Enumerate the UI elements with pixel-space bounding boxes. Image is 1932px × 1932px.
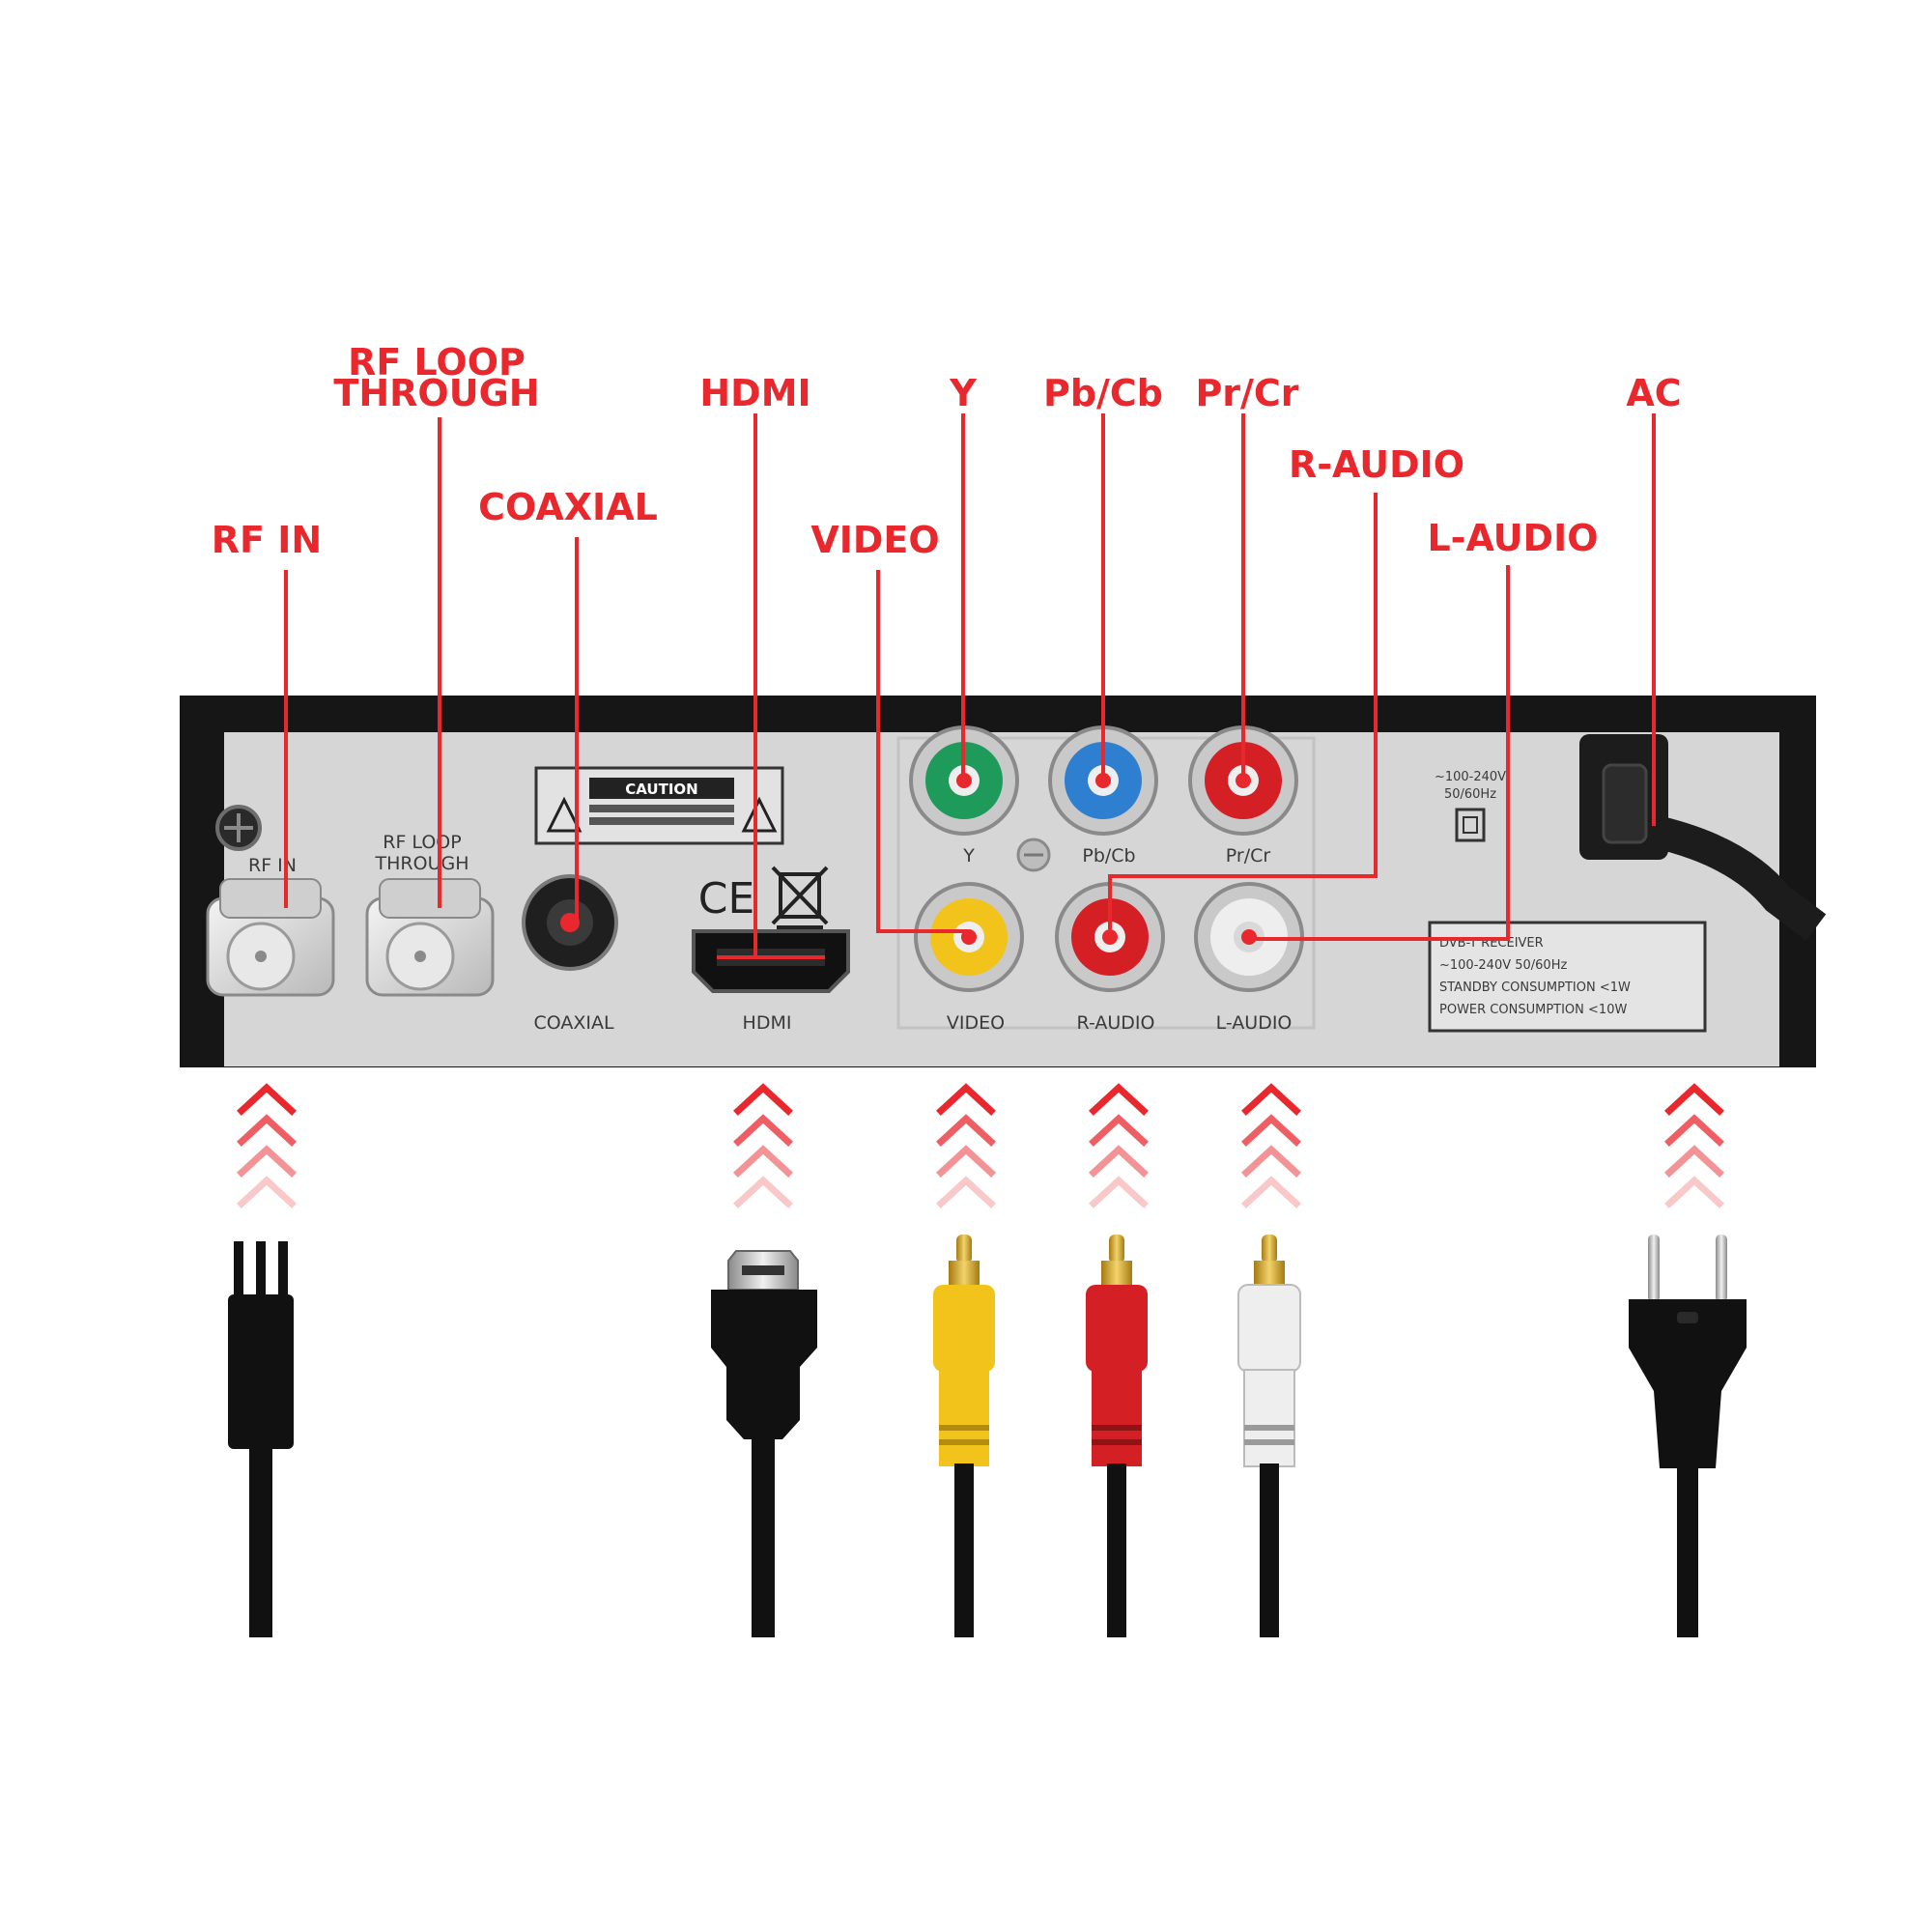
screw-icon <box>215 805 262 851</box>
voltage-label-line-1: ~100-240V <box>1435 770 1506 784</box>
chevrons-video <box>936 1083 996 1208</box>
callout-rf-loop-line-2: THROUGH <box>333 372 539 414</box>
panel-label-rf-loop-2: THROUGH <box>375 853 469 874</box>
voltage-label-line-2: 50/60Hz <box>1444 787 1496 802</box>
chevrons-r-audio <box>1089 1083 1149 1208</box>
callout-y: Y <box>949 372 977 414</box>
rca-yellow-plug <box>933 1235 995 1637</box>
spec-label-line-4: POWER CONSUMPTION <10W <box>1439 1003 1627 1017</box>
ac-power-inlet[interactable] <box>1579 734 1827 941</box>
double-insulation-icon <box>1455 808 1486 842</box>
callout-coaxial: COAXIAL <box>478 486 658 528</box>
spec-label-line-3: STANDBY CONSUMPTION <1W <box>1439 980 1631 995</box>
callout-leaders <box>284 413 1656 956</box>
panel-label-r-audio: R-AUDIO <box>1077 1012 1155 1034</box>
callout-rf-loop-line-1: RF LOOP <box>348 341 526 384</box>
chevrons-rf <box>237 1083 297 1208</box>
panel-label-prcr: Pr/Cr <box>1226 845 1271 867</box>
y-port[interactable] <box>909 725 1019 836</box>
rf-loop-through-port[interactable] <box>365 878 495 997</box>
ce-mark: CE <box>698 874 755 923</box>
r-audio-port[interactable] <box>1055 882 1165 992</box>
rca-white-plug <box>1237 1235 1301 1637</box>
panel-label-rf-loop-1: RF LOOP <box>383 832 461 853</box>
caution-label <box>534 766 784 845</box>
hdmi-plug <box>711 1250 817 1637</box>
callout-rf-in: RF IN <box>212 519 322 561</box>
chevrons-hdmi <box>733 1083 793 1208</box>
coaxial-port[interactable] <box>522 874 618 971</box>
panel-label-pbcb: Pb/Cb <box>1082 845 1135 867</box>
hdmi-port[interactable] <box>692 929 850 993</box>
callout-hdmi: HDMI <box>699 372 810 414</box>
panel-label-hdmi: HDMI <box>743 1012 792 1034</box>
callout-video: VIDEO <box>810 519 939 561</box>
panel-label-video: VIDEO <box>947 1012 1005 1034</box>
prcr-port[interactable] <box>1188 725 1298 836</box>
rf-in-port[interactable] <box>206 878 335 997</box>
callout-r-audio: R-AUDIO <box>1289 443 1464 486</box>
panel-screw-icon <box>1016 838 1051 872</box>
rf-coax-plug <box>228 1241 294 1637</box>
callout-ac: AC <box>1626 372 1681 414</box>
rca-red-plug <box>1086 1235 1148 1637</box>
callout-prcr: Pr/Cr <box>1195 372 1298 414</box>
caution-label-text: CAUTION <box>625 781 697 798</box>
panel-label-l-audio: L-AUDIO <box>1216 1012 1293 1034</box>
chevrons-ac <box>1664 1083 1724 1208</box>
pbcb-port[interactable] <box>1048 725 1158 836</box>
callout-pbcb: Pb/Cb <box>1043 372 1163 414</box>
double-insulation-inner-icon <box>1463 816 1478 834</box>
eu-power-plug <box>1629 1235 1747 1637</box>
panel-label-rf-in: RF IN <box>248 855 297 876</box>
panel-label-y: Y <box>962 845 975 867</box>
panel-label-coaxial: COAXIAL <box>533 1012 614 1034</box>
spec-label-line-2: ~100-240V 50/60Hz <box>1439 958 1567 973</box>
chevrons-l-audio <box>1241 1083 1301 1208</box>
callout-l-audio: L-AUDIO <box>1427 517 1598 559</box>
video-port[interactable] <box>914 882 1024 992</box>
